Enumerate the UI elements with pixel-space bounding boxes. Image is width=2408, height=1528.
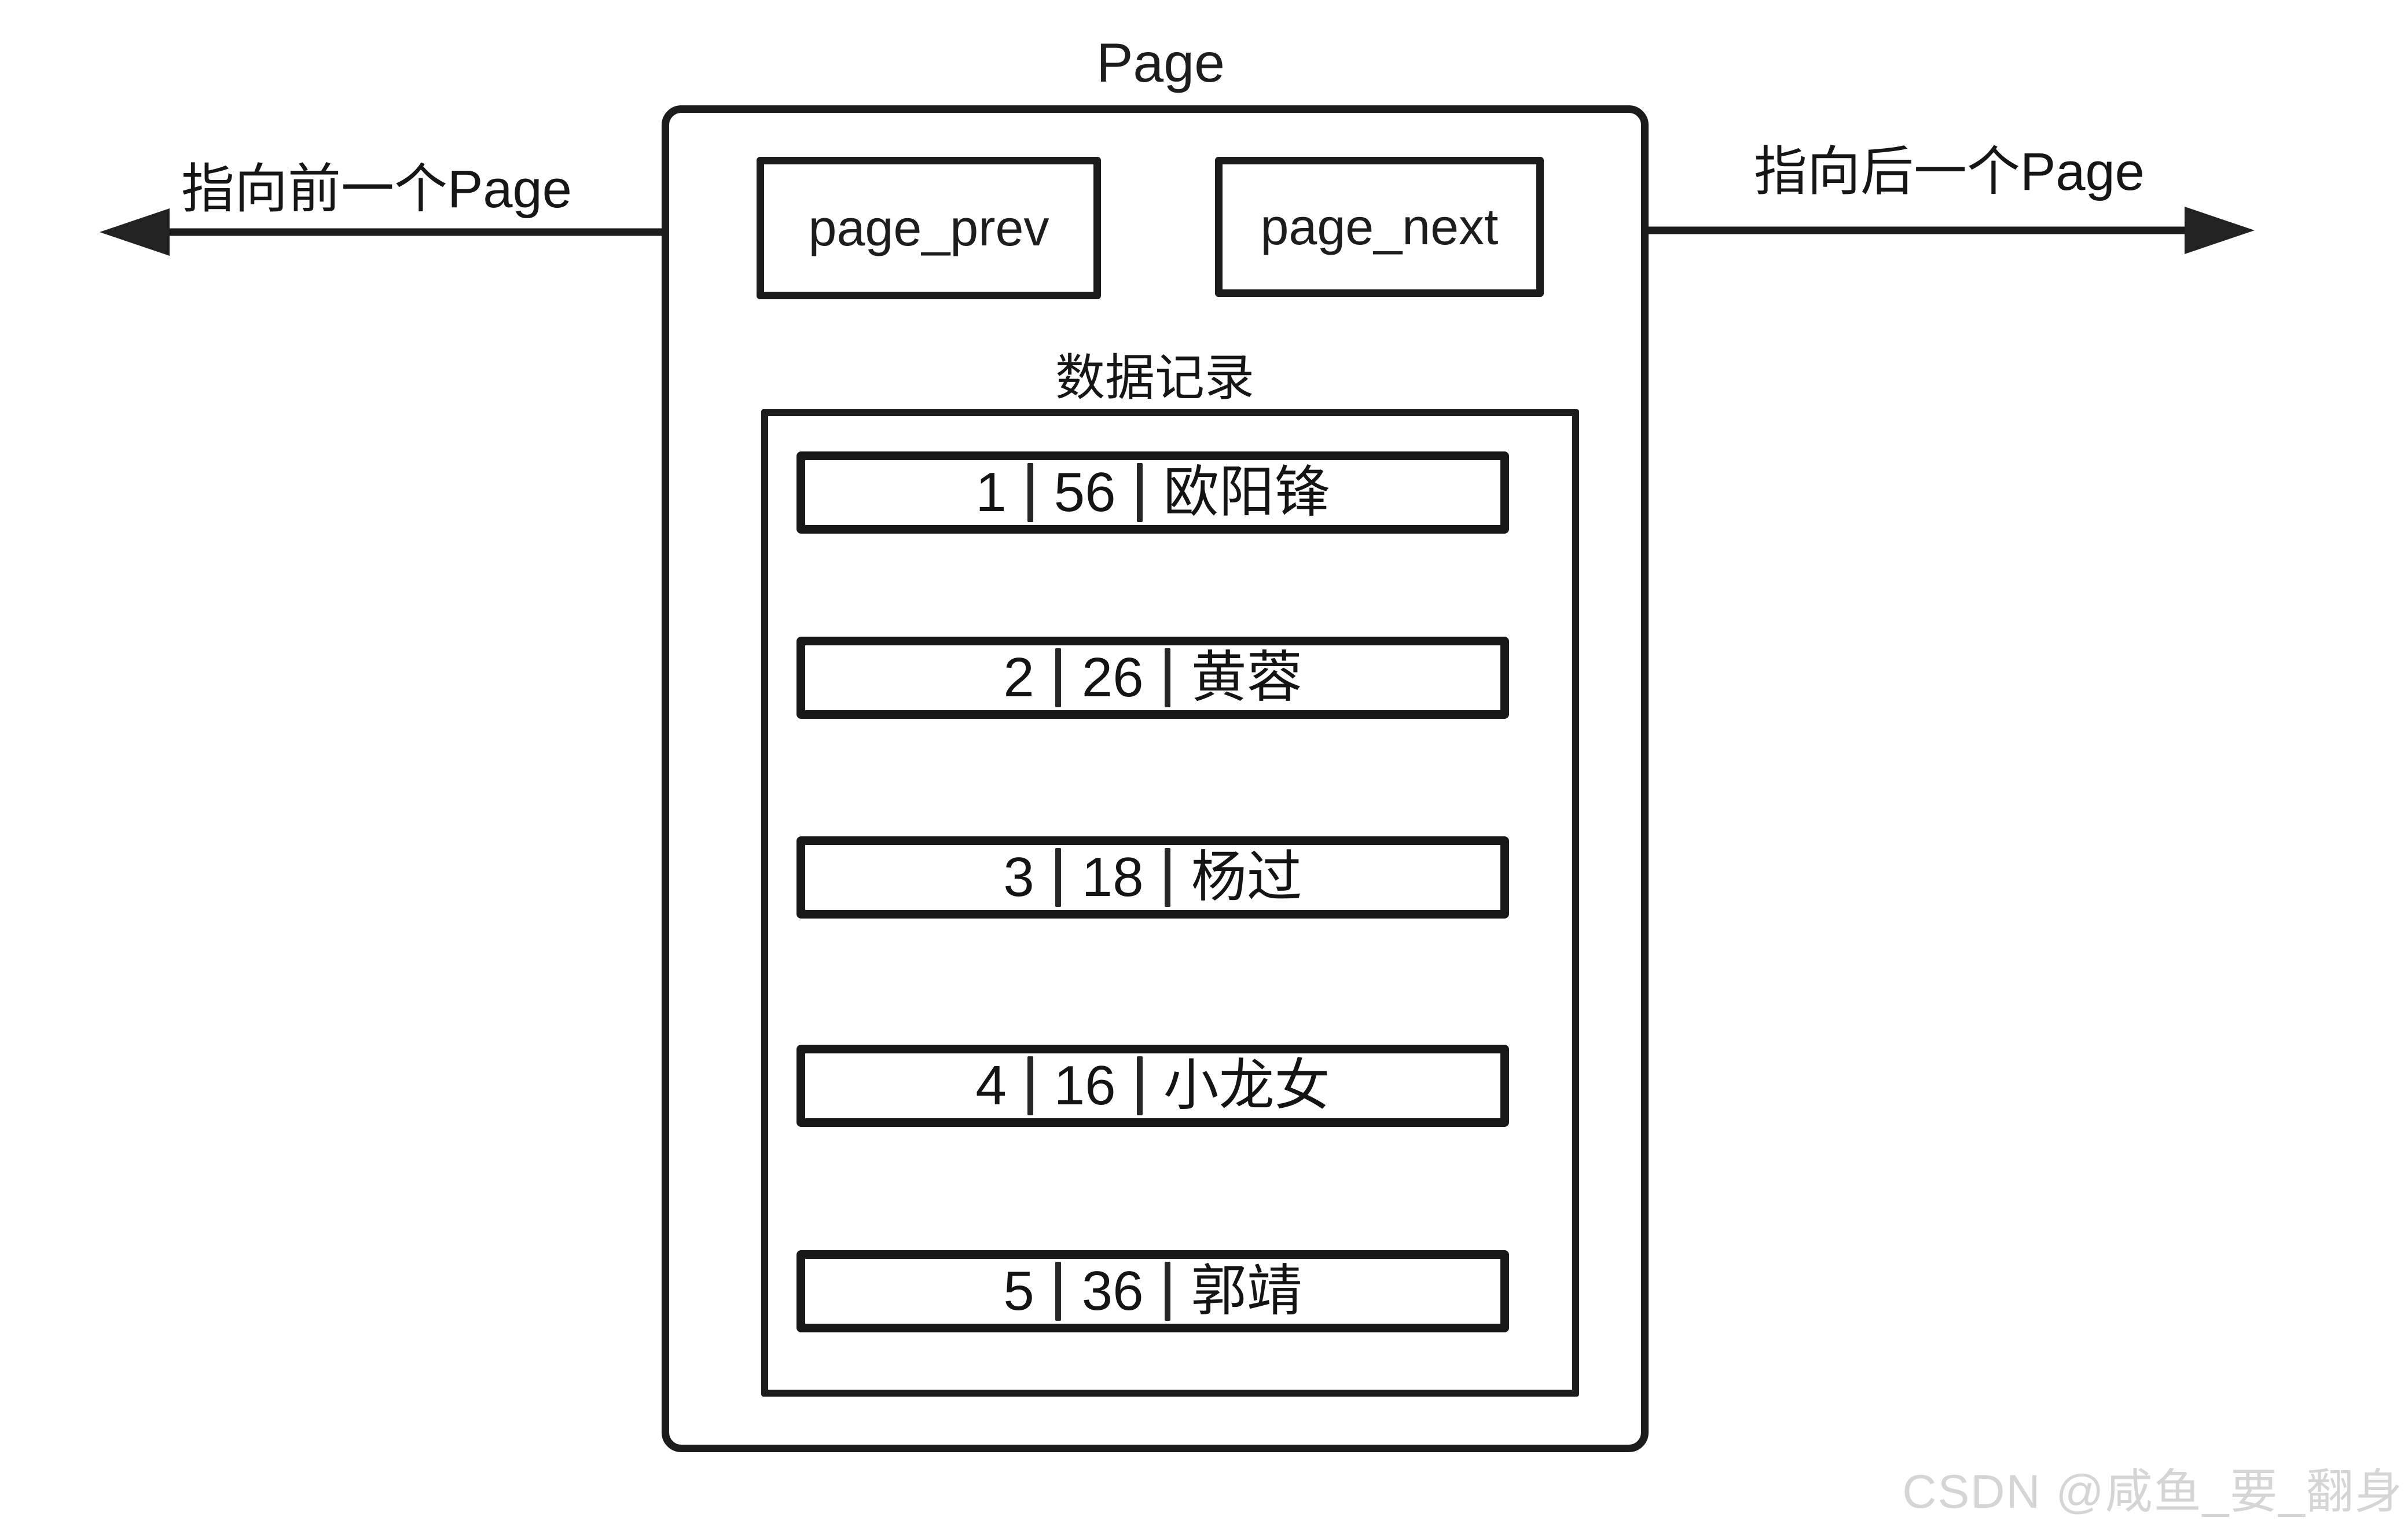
records-section-label: 数据记录	[1055, 350, 1254, 406]
record-row-1: 1 56 欧阳锋	[796, 451, 1509, 534]
record-age: 16	[1054, 1055, 1116, 1116]
record-name: 杨过	[1191, 846, 1302, 908]
page-next-box-label: page_next	[1260, 198, 1499, 255]
record-row-3: 3 18 杨过	[796, 836, 1509, 919]
column-divider	[1136, 1056, 1143, 1115]
record-row-2: 2 26 黄蓉	[796, 637, 1509, 719]
column-divider	[1027, 1056, 1033, 1115]
record-age: 18	[1081, 846, 1144, 908]
record-id: 2	[1003, 647, 1034, 708]
record-age: 36	[1081, 1260, 1144, 1322]
record-age: 26	[1081, 647, 1144, 708]
csdn-watermark: CSDN @咸鱼_要_翻身	[1902, 1465, 2403, 1518]
column-divider	[1164, 848, 1170, 907]
next-page-arrowhead-icon	[2185, 207, 2255, 254]
column-divider	[1164, 648, 1170, 707]
record-age: 56	[1054, 461, 1116, 523]
record-id: 3	[1003, 846, 1034, 908]
prev-page-arrowhead-icon	[100, 208, 170, 256]
record-name: 郭靖	[1191, 1260, 1302, 1322]
column-divider	[1055, 648, 1061, 707]
record-name: 小龙女	[1163, 1055, 1330, 1116]
record-id: 5	[1003, 1260, 1034, 1322]
column-divider	[1055, 1262, 1061, 1321]
page-prev-box: page_prev	[757, 157, 1101, 299]
column-divider	[1027, 463, 1033, 522]
record-id: 4	[975, 1055, 1007, 1116]
record-row-4: 4 16 小龙女	[796, 1045, 1509, 1127]
next-page-pointer-label: 指向后一个Page	[1754, 142, 2145, 201]
record-name: 欧阳锋	[1163, 461, 1330, 523]
record-row-5: 5 36 郭靖	[796, 1250, 1509, 1332]
page-prev-box-label: page_prev	[808, 199, 1049, 256]
record-id: 1	[975, 461, 1007, 523]
column-divider	[1055, 848, 1061, 907]
prev-page-pointer-label: 指向前一个Page	[181, 160, 572, 219]
record-name: 黄蓉	[1191, 647, 1302, 708]
column-divider	[1136, 463, 1143, 522]
page-next-box: page_next	[1215, 157, 1544, 297]
column-divider	[1164, 1262, 1170, 1321]
page-title: Page	[1096, 32, 1225, 94]
